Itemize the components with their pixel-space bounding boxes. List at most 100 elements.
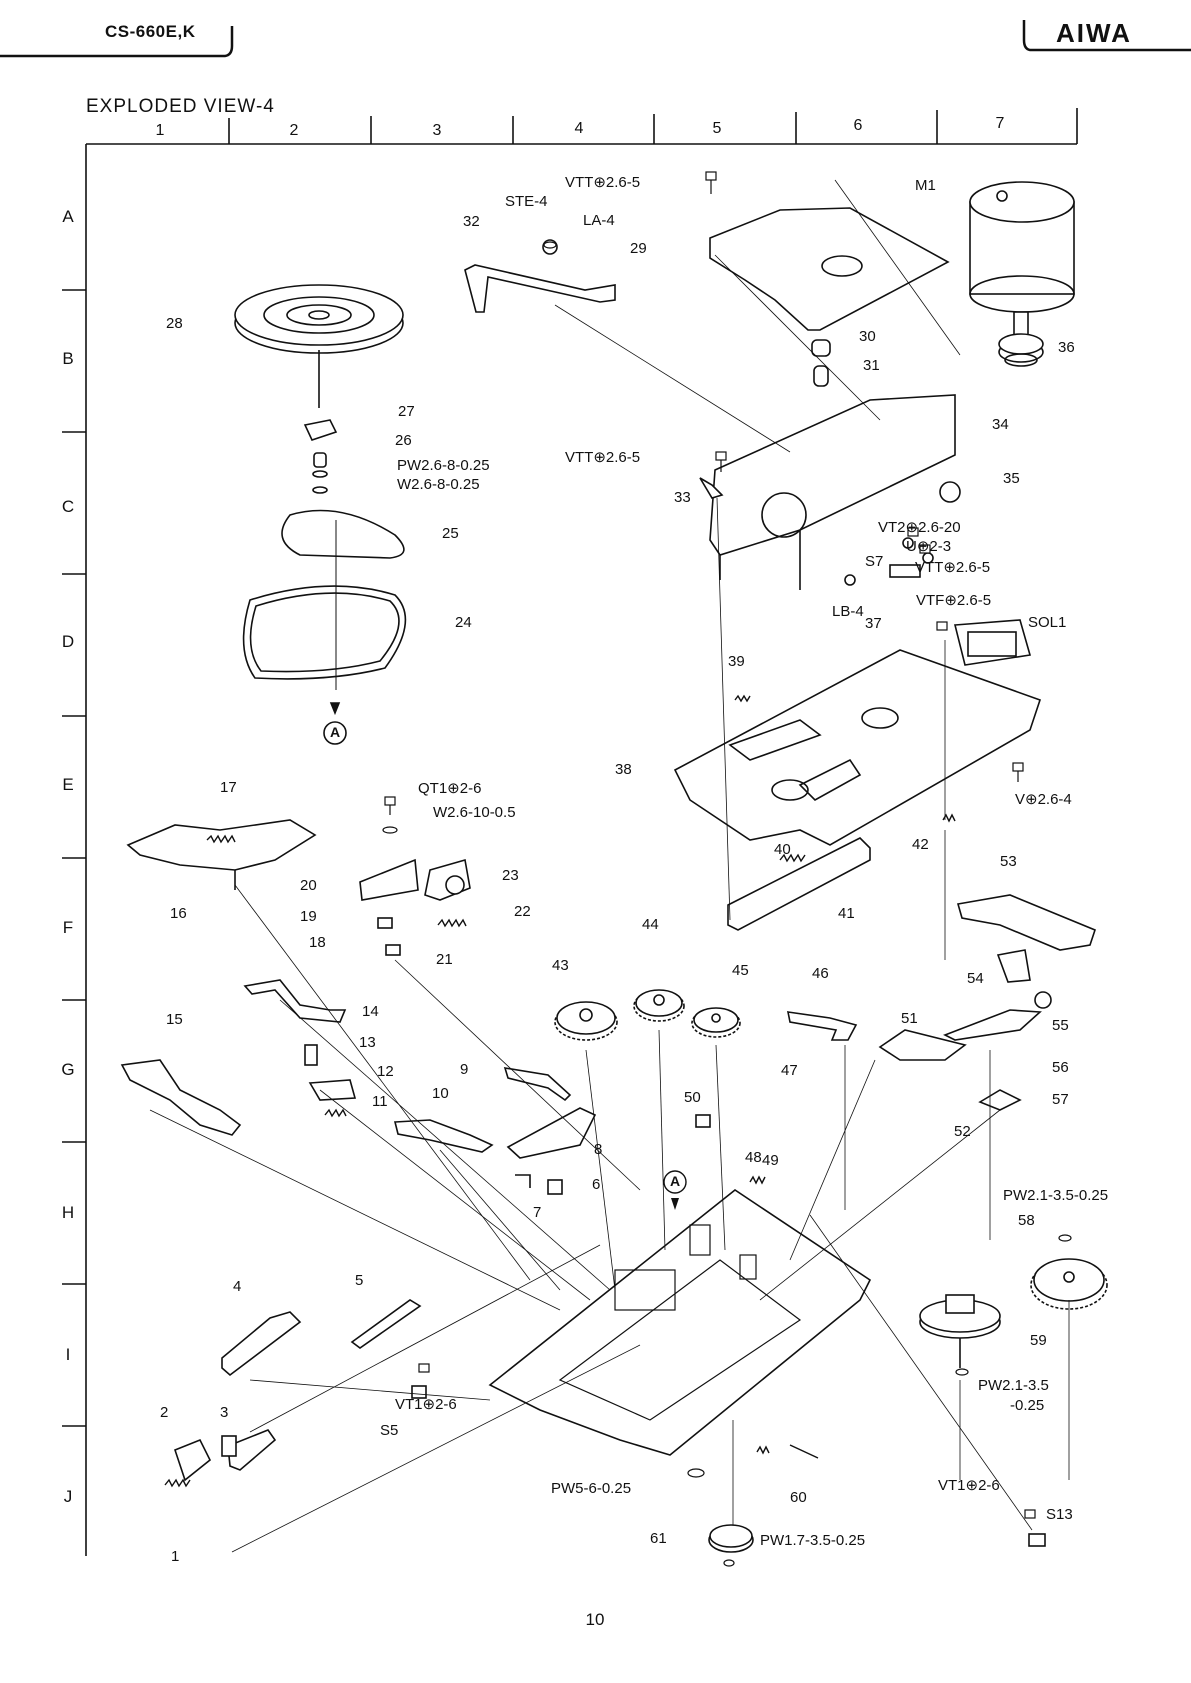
part-callout: 48 (745, 1149, 762, 1166)
part-callout: 44 (642, 916, 659, 933)
part-callout: -0.25 (1010, 1397, 1044, 1414)
part-callout: 26 (395, 432, 412, 449)
grid-column-label: 1 (155, 122, 165, 139)
part-callout: 10 (432, 1085, 449, 1102)
part-callout: PW2.1-3.5-0.25 (1003, 1187, 1108, 1204)
part-callout: 41 (838, 905, 855, 922)
part-callout: VT1⊕2-6 (938, 1477, 1000, 1494)
part-callout: 2 (160, 1404, 168, 1421)
part-callout: VTT⊕2.6-5 (565, 174, 640, 191)
page-number: 10 (585, 1610, 605, 1629)
part-callout: 54 (967, 970, 984, 987)
part-callout: PW2.6-8-0.25 (397, 457, 490, 474)
grid-frame (62, 108, 1078, 1556)
grid-row-label: G (61, 1060, 75, 1079)
part-callout: SOL1 (1028, 614, 1066, 631)
part-callout: V⊕2.6-4 (1015, 791, 1072, 808)
part-callout: 5 (355, 1272, 363, 1289)
part-callout: 22 (514, 903, 531, 920)
part-callout: 8 (594, 1141, 602, 1158)
part-callout: 3 (220, 1404, 228, 1421)
part-callout: LB-4 (832, 603, 864, 620)
part-callout: 56 (1052, 1059, 1069, 1076)
brand-logo: AIWA (1056, 18, 1132, 48)
part-callout: 30 (859, 328, 876, 345)
part-callout: PW5-6-0.25 (551, 1480, 631, 1497)
screws (382, 171, 1072, 1567)
grid-row-label: E (62, 775, 74, 794)
springs (164, 694, 956, 1488)
part-callout: 57 (1052, 1091, 1069, 1108)
callout-labels: VTT⊕2.6-5STE-4LA-43229M128303631273426PW… (160, 174, 1108, 1565)
part-callout: 19 (300, 908, 317, 925)
part-callout: 47 (781, 1062, 798, 1079)
gears (554, 989, 741, 1041)
grid-row-label: I (65, 1345, 71, 1364)
part-callout: U⊕2-3 (906, 538, 951, 555)
page-title: EXPLODED VIEW-4 (86, 96, 275, 117)
part-callout: 15 (166, 1011, 183, 1028)
part-callout: 6 (592, 1176, 600, 1193)
part-callout: VTF⊕2.6-5 (916, 592, 991, 609)
part-callout: S7 (865, 553, 883, 570)
grid-column-label: 7 (995, 115, 1005, 132)
part-callout: PW1.7-3.5-0.25 (760, 1532, 865, 1549)
motor-m1 (969, 181, 1075, 367)
part-callout: QT1⊕2-6 (418, 780, 481, 797)
grid-row-label: C (61, 497, 75, 516)
part-callout: 53 (1000, 853, 1017, 870)
part-callout: 34 (992, 416, 1009, 433)
part-callout: PW2.1-3.5 (978, 1377, 1049, 1394)
part-callout: 46 (812, 965, 829, 982)
part-callout: 7 (533, 1204, 541, 1221)
part-callout: W2.6-8-0.25 (397, 476, 480, 493)
grid-row-label: J (63, 1487, 73, 1506)
part-callout: 32 (463, 213, 480, 230)
part-callout: 27 (398, 403, 415, 420)
part-callout: 17 (220, 779, 237, 796)
part-callout: 39 (728, 653, 745, 670)
part-callout: 29 (630, 240, 647, 257)
part-callout: 23 (502, 867, 519, 884)
part-callout: 35 (1003, 470, 1020, 487)
ref-marker-bottom (663, 1170, 687, 1210)
part-callout: 24 (455, 614, 472, 631)
part-callout: LA-4 (583, 212, 615, 229)
part-callout: 51 (901, 1010, 918, 1027)
part-callout: STE-4 (505, 193, 548, 210)
part-callout: VTT⊕2.6-5 (915, 559, 990, 576)
assembly-lines (149, 179, 1070, 1553)
grid-column-label: 5 (712, 120, 722, 137)
grid-row-label: H (61, 1203, 75, 1222)
part-callout: 45 (732, 962, 749, 979)
part-callout: 60 (790, 1489, 807, 1506)
header-rules (0, 20, 1191, 58)
part-callout: 13 (359, 1034, 376, 1051)
part-callout: 16 (170, 905, 187, 922)
part-callout: 9 (460, 1061, 468, 1078)
part-callout: 18 (309, 934, 326, 951)
grid-column-label: 6 (853, 117, 863, 134)
part-callout: 33 (674, 489, 691, 506)
part-callout: 1 (171, 1548, 179, 1565)
part-callout: 11 (372, 1093, 388, 1110)
part-callout: 50 (684, 1089, 701, 1106)
part-callout: 58 (1018, 1212, 1035, 1229)
part-callout: 12 (377, 1063, 394, 1080)
part-callout: 40 (774, 841, 791, 858)
part-callout: 20 (300, 877, 317, 894)
grid-row-label: B (62, 349, 74, 368)
part-callout: VT1⊕2-6 (395, 1396, 457, 1413)
part-callout: 36 (1058, 339, 1075, 356)
part-callout: S13 (1046, 1506, 1073, 1523)
ref-marker-label: A (329, 724, 341, 740)
grid-row-label: D (61, 632, 75, 651)
part-callout: 21 (436, 951, 453, 968)
part-callout: 37 (865, 615, 882, 632)
grid-column-label: 2 (289, 122, 299, 139)
model-number: CS-660E,K (105, 22, 196, 41)
part-callout: 49 (762, 1152, 779, 1169)
grid-row-label: F (62, 918, 74, 937)
part-callout: 28 (166, 315, 183, 332)
